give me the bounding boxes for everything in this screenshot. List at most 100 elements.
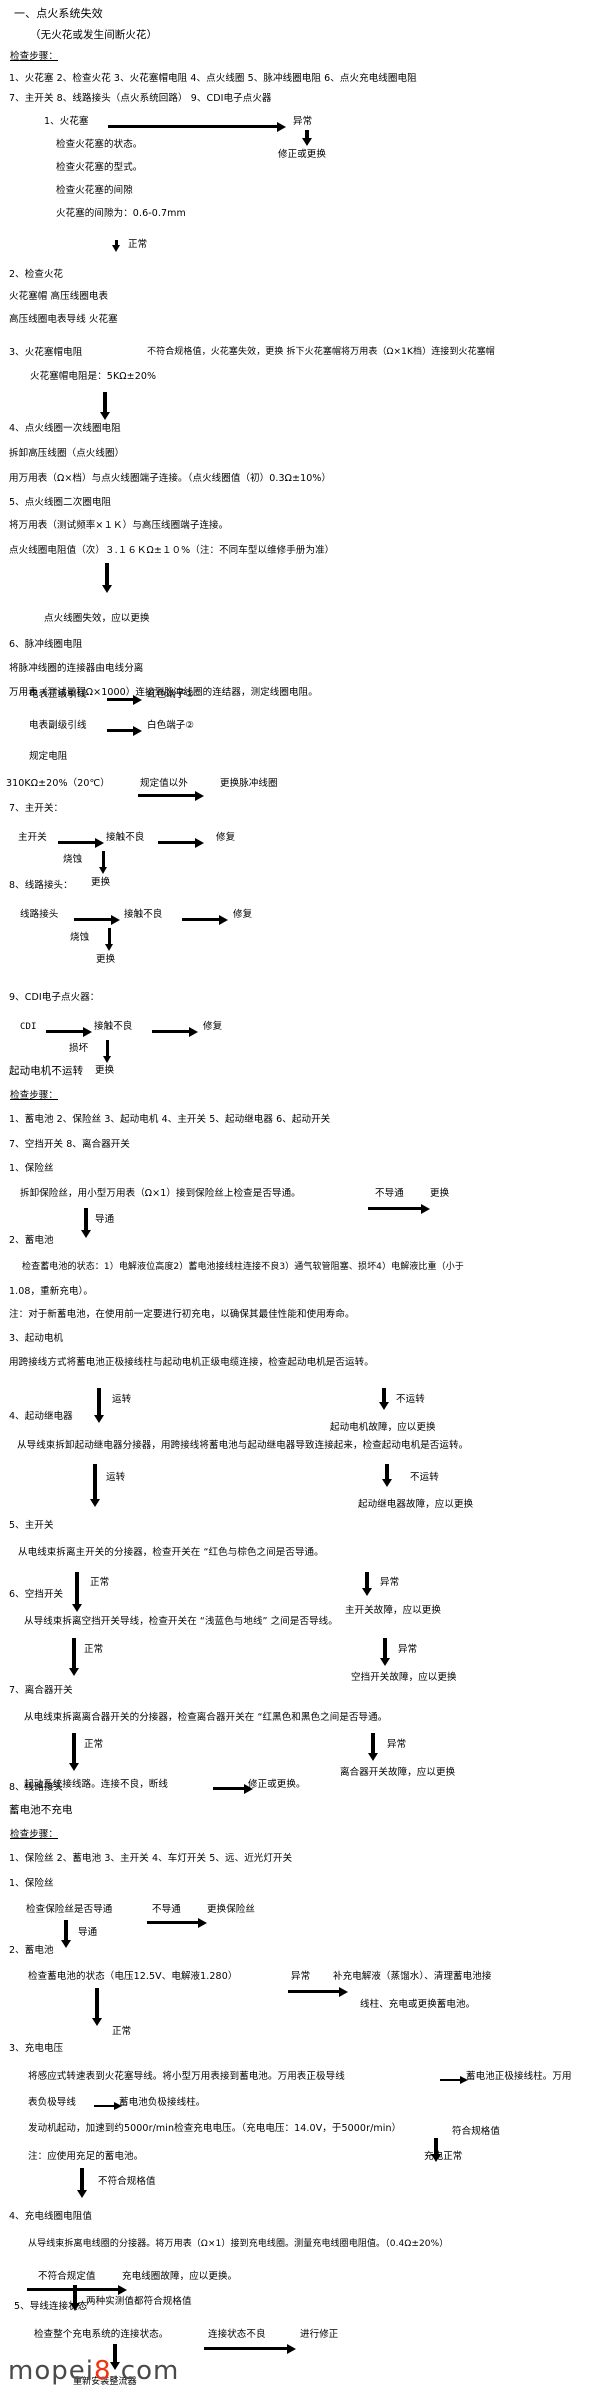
- s8-heading: 8、线路接头：: [9, 880, 73, 891]
- s6-spec-value: 310KΩ±20%（20℃）: [6, 778, 110, 789]
- c2-line-1: 检查蓄电池的状态（电压12.5V、电解液1.280）: [28, 1971, 238, 1982]
- c3-line-2b: 蓄电池负极接线柱。: [119, 2097, 206, 2108]
- c1-line-1: 检查保险丝是否导通: [26, 1904, 113, 1915]
- s7-main-switch-label: 主开关: [18, 832, 47, 843]
- c2-heading: 2、蓄电池: [9, 1945, 54, 1956]
- c3-charging-normal-label: 充电正常: [424, 2151, 463, 2162]
- b8-heading: 8、线路接头: [9, 1782, 64, 1793]
- s1-heading: 1、火花塞: [44, 116, 89, 127]
- s2-line-1: 火花塞帽 高压线圈电表: [9, 291, 109, 302]
- watermark-prefix: mopei: [8, 2356, 94, 2386]
- b6-heading: 6、空挡开关: [9, 1589, 64, 1600]
- steps-label-3: 检查步骤：: [10, 1829, 59, 1840]
- b3-line-1: 用跨接线方式将蓄电池正极接线柱与起动电机正级电缆连接，检查起动电机是否运转。: [9, 1357, 374, 1368]
- b6-fault-label: 空挡开关故障，应以更换: [351, 1672, 457, 1683]
- b4-not-running-label: 不运转: [410, 1472, 439, 1483]
- s6-meter-pos-label: 电表正级引线: [29, 689, 87, 700]
- c2-normal-label: 正常: [112, 2026, 132, 2037]
- b4-heading: 4、起动继电器: [9, 1411, 73, 1422]
- s6-red-terminal-label: 红色端子①: [147, 689, 195, 700]
- s7-bad-contact-label: 接触不良: [106, 832, 145, 843]
- s4-line-2: 用万用表（Ω×档）与点火线圈端子连接。（点火线圈值（初）0.3Ω±10%）: [9, 473, 332, 484]
- c4-heading: 4、充电线圈电阻值: [9, 2211, 92, 2222]
- steps-list-2b: 7、空挡开关 8、离合器开关: [9, 1139, 131, 1150]
- b3-running-label: 运转: [112, 1394, 132, 1405]
- s8-connector-label: 线路接头: [20, 909, 59, 920]
- steps-label-1: 检查步骤：: [10, 51, 59, 62]
- c4-out-of-spec-label: 不符合规定值: [38, 2271, 96, 2282]
- s8-repair-label: 修复: [233, 909, 253, 920]
- s5-result: 点火线圈失效，应以更换: [44, 613, 150, 624]
- c5-bad-connection-label: 连接状态不良: [208, 2329, 266, 2340]
- s9-cdi-label: CDI: [20, 1022, 37, 1032]
- c1-heading: 1、保险丝: [9, 1878, 54, 1889]
- s7-replace-label: 更换: [91, 877, 111, 888]
- c3-line-2a: 表负极导线: [28, 2097, 77, 2108]
- s3-note: 不符合规格值，火花塞失效，更换 拆下火花塞帽将万用表（Ω×1K档）连接到火花塞帽: [147, 347, 495, 357]
- s7-repair-label: 修复: [216, 832, 236, 843]
- b7-heading: 7、离合器开关: [9, 1685, 73, 1696]
- b6-line-1: 从导线束拆离空挡开关导线，检查开关在 “浅蓝色与地线” 之间是否导线。: [24, 1616, 338, 1627]
- steps-list-1b: 7、主开关 8、线路接头（点火系统回路） 9、CDI电子点火器: [9, 93, 272, 104]
- c2-action-line-1: 补充电解液（蒸馏水）、清理蓄电池接: [333, 1971, 492, 1982]
- b2-line-2: 1.08，重新充电）。: [9, 1286, 94, 1297]
- b4-running-label: 运转: [106, 1472, 126, 1483]
- s1-line-1: 检查火花塞的状态。: [56, 139, 143, 150]
- s6-spec-resistance-label: 规定电阻: [29, 751, 68, 762]
- b2-heading: 2、蓄电池: [9, 1235, 54, 1246]
- s6-out-of-spec-label: 规定值以外: [140, 778, 189, 789]
- s2-line-2: 高压线圈电表导线 火花塞: [9, 314, 118, 325]
- b4-fault-label: 起动继电器故障，应以更换: [358, 1499, 474, 1510]
- b5-heading: 5、主开关: [9, 1520, 54, 1531]
- b8-line-1: 起动系统接线路。连接不良，断线: [24, 1779, 169, 1790]
- s6-line-2: 万用表（测试量程Ω×1000）连接到脉冲线圈的连结器，测定线圈电阻。: [9, 687, 318, 698]
- c4-line-1: 从导线束拆离电线圈的分接器。将万用表（Ω×1）接到充电线圈。测量充电线圈电阻值。…: [28, 2239, 449, 2249]
- s6-replace-label: 更换脉冲线圈: [220, 778, 278, 789]
- c4-both-in-spec-label: 两种实测值都符合规格值: [86, 2296, 192, 2307]
- b2-line-3: 注：对于新蓄电池，在使用前一定要进行初充电，以确保其最佳性能和使用寿命。: [9, 1309, 355, 1320]
- c2-abnormal-label: 异常: [291, 1971, 311, 1982]
- s3-heading: 3、火花塞帽电阻: [9, 347, 83, 358]
- watermark-suffix: .com: [111, 2356, 180, 2386]
- s1-line-4: 火花塞的间隙为：0.6-0.7mm: [56, 208, 186, 219]
- b3-heading: 3、起动电机: [9, 1333, 64, 1344]
- b7-line-1: 从电线束拆离离合器开关的分接器，检查离合器开关在 “红黑色和黑色之间是否导通。: [24, 1712, 388, 1723]
- s4-line-1: 拆卸高压线圈（点火线圈）: [9, 448, 125, 459]
- b4-line-1: 从导线束拆卸起动继电器分接器，用跨接线将蓄电池与起动继电器导致连接起来，检查起动…: [17, 1440, 469, 1451]
- c3-line-1: 将感应式转速表到火花塞导线。将小型万用表接到蓄电池。万用表正极导线: [28, 2071, 345, 2082]
- c5-reinstall-rectifier-label: 重新安装整流器: [73, 2377, 137, 2387]
- c1-replace-fuse-label: 更换保险丝: [207, 1904, 256, 1915]
- watermark-highlight: 8: [93, 2356, 112, 2386]
- c3-in-spec-label: 符合规格值: [452, 2126, 501, 2137]
- s7-heading: 7、主开关：: [9, 803, 64, 814]
- c2-action-line-2: 线柱、充电或更换蓄电池。: [360, 1999, 476, 2010]
- s6-heading: 6、脉冲线圈电阻: [9, 639, 83, 650]
- b5-line-1: 从电线束拆离主开关的分接器，检查开关在 “红色与棕色之间是否导通。: [18, 1547, 324, 1558]
- b1-heading: 1、保险丝: [9, 1163, 54, 1174]
- s9-repair-label: 修复: [203, 1021, 223, 1032]
- b1-conducting-label: 导通: [95, 1214, 115, 1225]
- section-2-title: 起动电机不运转: [9, 1065, 84, 1077]
- section-1-subtitle: （无火花或发生间断火花）: [30, 29, 158, 41]
- b3-fault-label: 起动电机故障，应以更换: [330, 1422, 436, 1433]
- b8-repair-label: 修正或更换。: [248, 1779, 306, 1790]
- c3-note: 注：应使用充足的蓄电池。: [28, 2151, 144, 2162]
- watermark: mopei8.com: [8, 2358, 179, 2384]
- s8-bad-contact-label: 接触不良: [124, 909, 163, 920]
- s8-burn-label: 烧蚀: [70, 932, 90, 943]
- s5-line-1: 将万用表（测试频率×１Ｋ）与高压线圈端子连接。: [9, 520, 229, 531]
- s3-line-1: 火花塞帽电阻是：5KΩ±20%: [30, 371, 157, 382]
- b2-line-1: 检查蓄电池的状态：1）电解液位高度2）蓄电池接线柱连接不良3）通气软管阻塞、损坏…: [22, 1262, 464, 1272]
- c1-not-conducting-label: 不导通: [152, 1904, 181, 1915]
- s5-line-2: 点火线圈电阻值（次）３.１６ＫΩ±１０%（注：不同车型以维修手册为准）: [9, 545, 335, 556]
- steps-label-2: 检查步骤：: [10, 1090, 59, 1101]
- c5-heading: 5、导线连接状态: [14, 2301, 88, 2312]
- c1-conducting-label: 导通: [78, 1927, 98, 1938]
- s7-burn-label: 烧蚀: [63, 854, 83, 865]
- b5-fault-label: 主开关故障，应以更换: [345, 1605, 442, 1616]
- steps-list-1a: 1、火花塞 2、检查火花 3、火花塞帽电阻 4、点火线圈 5、脉冲线圈电阻 6、…: [9, 73, 417, 84]
- section-3-title: 蓄电池不充电: [9, 1804, 73, 1816]
- c5-correct-label: 进行修正: [300, 2329, 339, 2340]
- b3-not-running-label: 不运转: [396, 1394, 425, 1405]
